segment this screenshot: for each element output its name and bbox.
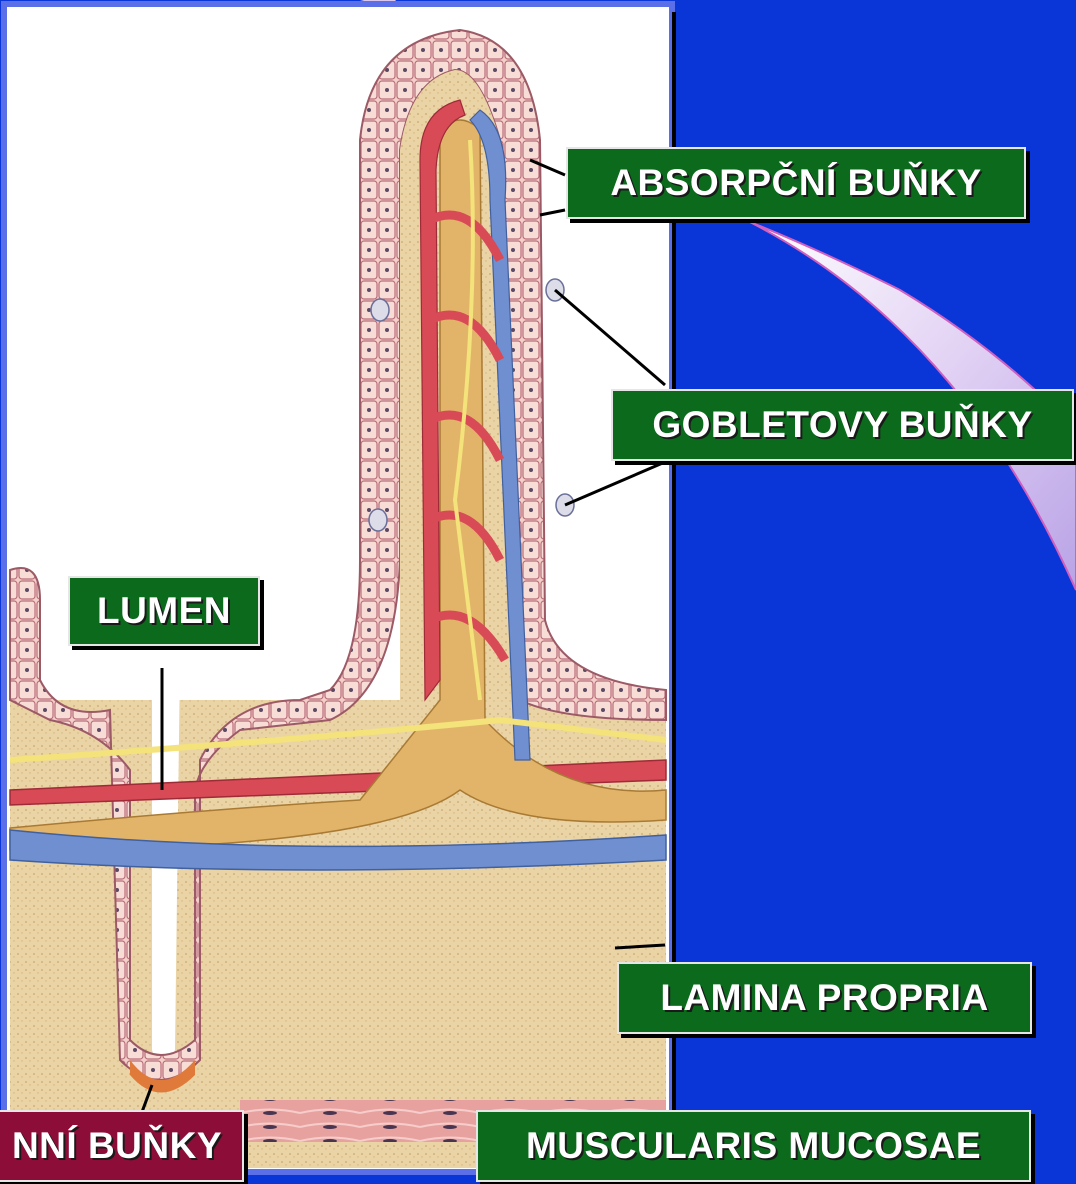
label-lamina-propria-text: LAMINA PROPRIA [660, 977, 988, 1019]
label-crypt-cells-text: NNÍ BUŇKY [12, 1125, 222, 1167]
label-muscularis-mucosae-text: MUSCULARIS MUCOSAE [526, 1125, 981, 1167]
label-muscularis-mucosae: MUSCULARIS MUCOSAE [476, 1110, 1031, 1182]
label-goblet-cells-text: GOBLETOVY BUŇKY [652, 404, 1032, 446]
label-absorptive-cells-text: ABSORPČNÍ BUŇKY [610, 162, 981, 204]
label-absorptive-cells: ABSORPČNÍ BUŇKY [566, 147, 1026, 219]
label-lamina-propria: LAMINA PROPRIA [617, 962, 1032, 1034]
label-crypt-cells: NNÍ BUŇKY [0, 1110, 244, 1182]
label-goblet-cells: GOBLETOVY BUŇKY [611, 389, 1074, 461]
goblet-cell [369, 509, 387, 531]
goblet-cell [371, 299, 389, 321]
label-lumen-text: LUMEN [97, 590, 231, 632]
label-lumen: LUMEN [68, 576, 260, 646]
